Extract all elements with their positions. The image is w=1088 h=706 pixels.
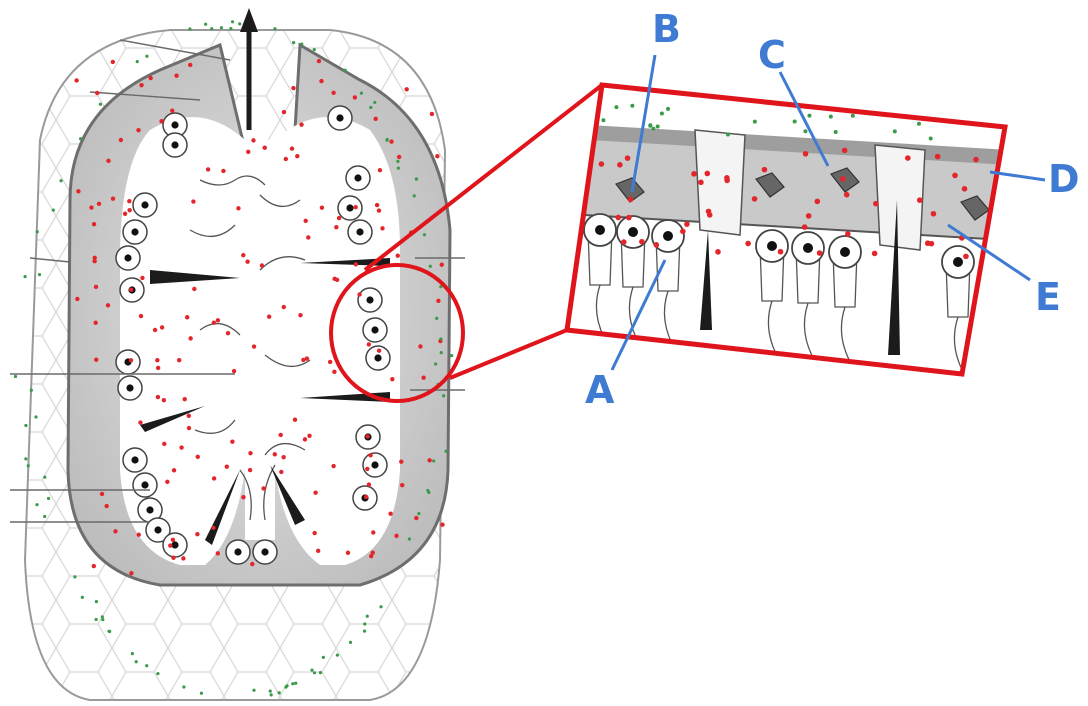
spermatid-cell	[348, 220, 372, 244]
spermatid-cell	[116, 246, 140, 270]
label-d: D	[1048, 157, 1080, 201]
spermatid-cell	[346, 166, 370, 190]
spermatid-cell	[118, 376, 142, 400]
spermatid-cell	[133, 473, 157, 497]
spermatid-cell	[253, 540, 277, 564]
spermatid-cell	[163, 533, 187, 557]
spermatid-cell	[116, 350, 140, 374]
spermatid-cell	[123, 220, 147, 244]
spermatid-cell	[358, 288, 382, 312]
spermatid-cell	[363, 318, 387, 342]
label-e: E	[1035, 275, 1061, 319]
label-b: B	[652, 7, 681, 51]
spermatid-cell	[328, 106, 352, 130]
label-c: C	[758, 33, 786, 77]
spermatid-cell	[133, 193, 157, 217]
spermatid-cell	[338, 196, 362, 220]
label-a: A	[585, 368, 615, 412]
spermatid-cell	[123, 448, 147, 472]
spermatid-cell	[163, 133, 187, 157]
spermatid-cell	[363, 453, 387, 477]
spermatid-cell	[226, 540, 250, 564]
